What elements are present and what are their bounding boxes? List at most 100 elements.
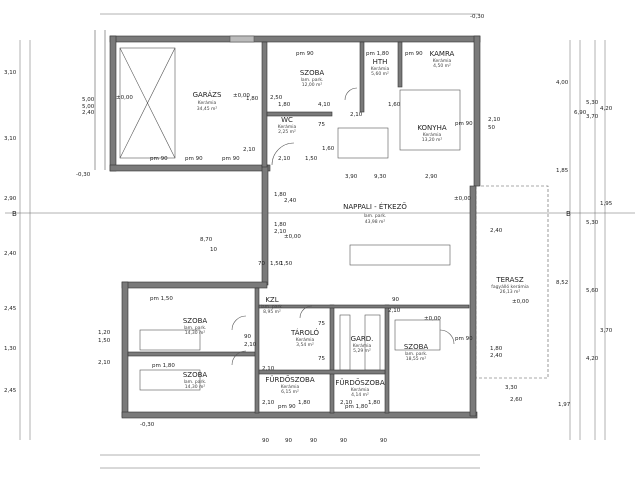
dims-left: 3,10 3,10 5,00 2,40 2,90 2,40 2,45 1,30 … xyxy=(4,70,111,394)
room-floor: Kerámia xyxy=(353,342,372,349)
dimension-label: 3,70 xyxy=(586,114,599,120)
dimension-label: 1,97 xyxy=(558,402,571,408)
dimension-label: 5,30 xyxy=(586,220,599,226)
room-name: GARD. xyxy=(351,335,374,343)
room-floor: Kerámia xyxy=(423,131,442,138)
dimension-label: 1,50 xyxy=(280,261,293,267)
dimension-label: 8,52 xyxy=(556,280,568,286)
dimension-label: 2,10 xyxy=(262,366,275,372)
dims-bottom: 90 90 90 90 90 2,10 1,80 2,10 1,80 xyxy=(262,400,387,444)
room-area: 13,20 m² xyxy=(422,137,443,143)
dimension-label: 1,80 xyxy=(368,400,381,406)
room-area: 43,98 m² xyxy=(365,219,386,225)
dimension-label: 2,40 xyxy=(82,110,95,116)
dimension-label: 1,50 xyxy=(305,156,318,162)
dimension-label: 2,50 xyxy=(270,95,283,101)
room-area: 5,60 m² xyxy=(371,71,389,77)
room-labels: GARÁZS Kerámia 34,45 m² SZOBA lam. park.… xyxy=(183,50,529,398)
dimension-label: 4,00 xyxy=(556,80,569,86)
opening-label: pm 90 xyxy=(296,51,314,57)
dimension-label: 2,10 xyxy=(98,360,111,366)
garage-opening xyxy=(119,47,176,159)
dimension-label: 5,60 xyxy=(586,288,599,294)
dimension-label: 2,10 xyxy=(340,400,353,406)
room-area: 6,15 m² xyxy=(281,389,299,395)
dimension-label: 2,10 xyxy=(244,342,257,348)
dimension-label: 2,40 xyxy=(490,353,503,359)
dimension-label: 1,80 xyxy=(274,222,287,228)
dimension-label: 2,10 xyxy=(350,112,363,118)
dimension-label: 5,30 xyxy=(586,100,599,106)
opening-label: pm 90 xyxy=(455,121,473,127)
openings: pm 90 pm 1,80 pm 90 pm 90 pm 90 pm 90 pm… xyxy=(150,51,473,410)
level-mark: ±0,00 xyxy=(424,316,441,322)
dims-inner: 2,10 1,80 2,10 1,50 10 75 1,60 3,90 2,90… xyxy=(200,96,495,372)
level-mark: ±0,00 xyxy=(233,93,250,99)
dimension-label: 1,80 xyxy=(278,102,291,108)
level-mark: -0,30 xyxy=(76,172,91,178)
room-name: SZOBA xyxy=(183,317,208,325)
room-floor: Kerámia xyxy=(281,383,300,390)
dimension-label: 3,10 xyxy=(4,70,17,76)
dimension-label: 1,80 xyxy=(246,96,259,102)
room-name: HTH xyxy=(373,58,388,66)
dimension-label: 1,60 xyxy=(388,102,401,108)
room-area: 18,55 m² xyxy=(406,356,427,362)
dimension-label: 2,40 xyxy=(284,198,297,204)
dimension-label: 3,70 xyxy=(600,328,613,334)
room-name: KAMRA xyxy=(430,50,455,58)
opening-label: pm 90 xyxy=(455,336,473,342)
level-mark: -0,30 xyxy=(470,14,485,20)
room-name: SZOBA xyxy=(300,69,325,77)
dimension-label: 4,10 xyxy=(318,102,331,108)
room-name: TERASZ xyxy=(495,276,524,284)
section-marks: B B xyxy=(12,210,571,218)
opening-label: pm 1,80 xyxy=(366,51,389,57)
dimension-label: 4,20 xyxy=(600,106,613,112)
room-name: SZOBA xyxy=(183,371,208,379)
dimension-label: 90 xyxy=(310,438,317,444)
dimension-label: 90 xyxy=(340,438,347,444)
room-name: KONYHA xyxy=(417,124,446,132)
dimension-label: 1,50 xyxy=(270,261,283,267)
dimension-label: 2,40 xyxy=(490,228,503,234)
dimension-label: 2,10 xyxy=(278,156,291,162)
dimension-label: 90 xyxy=(392,297,399,303)
room-floor: Kerámia xyxy=(433,57,452,64)
room-name: SZOBA xyxy=(404,343,429,351)
level-mark: ±0,00 xyxy=(116,95,133,101)
dimension-label: 2,45 xyxy=(4,388,17,394)
dimension-label: 2,90 xyxy=(4,196,17,202)
dimension-label: 2,10 xyxy=(488,117,501,123)
room-area: 3,54 m² xyxy=(296,342,314,348)
dimension-label: 90 xyxy=(244,334,251,340)
room-floor: Kerámia xyxy=(278,123,297,130)
dims-right: 4,00 5,30 3,70 6,90 4,20 1,85 5,30 1,95 … xyxy=(490,80,613,408)
room-floor: Kerámia xyxy=(296,336,315,343)
door-swings xyxy=(231,87,455,366)
room-name: NAPPALI - ÉTKEZŐ xyxy=(343,202,407,211)
room-floor: Kerámia xyxy=(198,99,217,106)
dimension-lines xyxy=(5,13,635,469)
terrace-outline xyxy=(475,185,549,379)
dimension-label: 6,90 xyxy=(574,110,587,116)
dimension-label: 1,20 xyxy=(98,330,111,336)
section-mark-right: B xyxy=(566,210,571,218)
section-mark-left: B xyxy=(12,210,17,218)
room-area: 14,30 m² xyxy=(185,384,206,390)
room-area: 2,25 m² xyxy=(278,129,296,135)
dimension-label: 1,95 xyxy=(600,201,613,207)
room-floor: lam. park. xyxy=(405,351,428,357)
dimension-label: 2,45 xyxy=(4,306,17,312)
dimension-label: 2,90 xyxy=(425,174,438,180)
room-floor: lam. park. xyxy=(261,304,284,310)
room-name: TÁROLÓ xyxy=(290,328,320,337)
dimension-label: 4,20 xyxy=(586,356,599,362)
walls xyxy=(109,35,481,419)
dimension-label: 3,90 xyxy=(345,174,358,180)
dimension-label: 2,40 xyxy=(4,251,17,257)
dims-top: 5,00 2,50 1,80 4,10 1,60 2,10 9,30 xyxy=(82,95,501,180)
dimension-label: 1,50 xyxy=(98,338,111,344)
dimension-label: 90 xyxy=(380,438,387,444)
dimension-label: 10 xyxy=(210,247,217,253)
